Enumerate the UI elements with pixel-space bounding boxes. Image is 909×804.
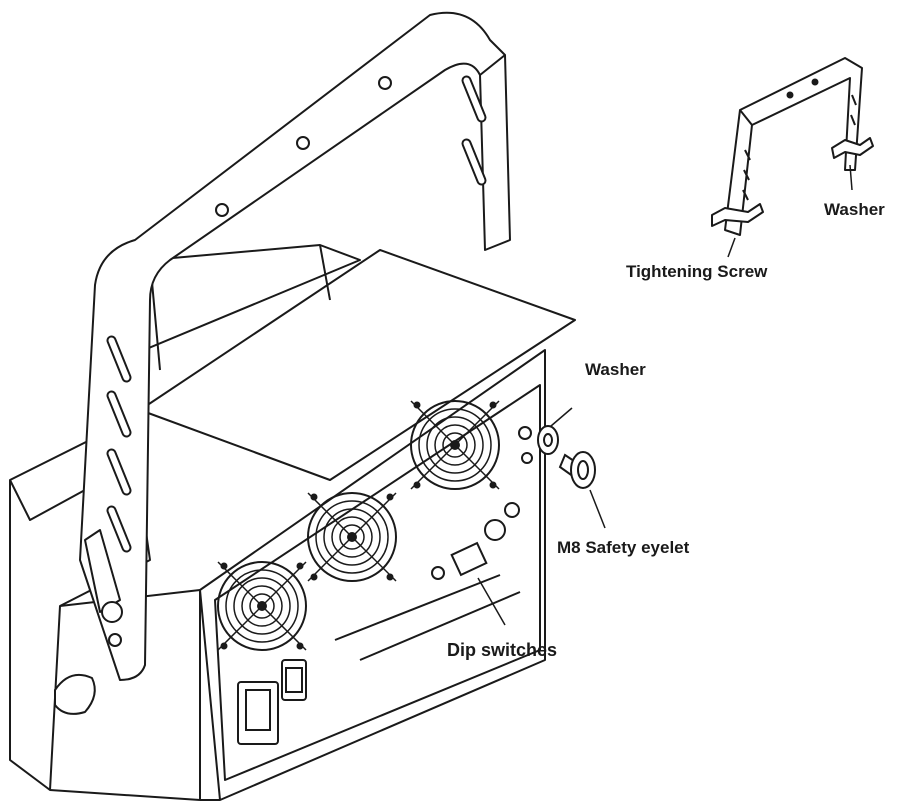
callout-lines [478,165,852,625]
safety-eyelet-label: M8 Safety eyelet [557,538,690,557]
safety-eyelet-icon [538,426,595,488]
dip-switch-block [432,427,532,579]
dip-switches-label: Dip switches [447,640,558,660]
washer-label-top: Washer [824,200,885,219]
power-switches [238,660,306,744]
washer-label: Washer [585,360,646,379]
tightening-screw-label: Tightening Screw [626,262,768,281]
yoke-bracket [55,13,510,714]
